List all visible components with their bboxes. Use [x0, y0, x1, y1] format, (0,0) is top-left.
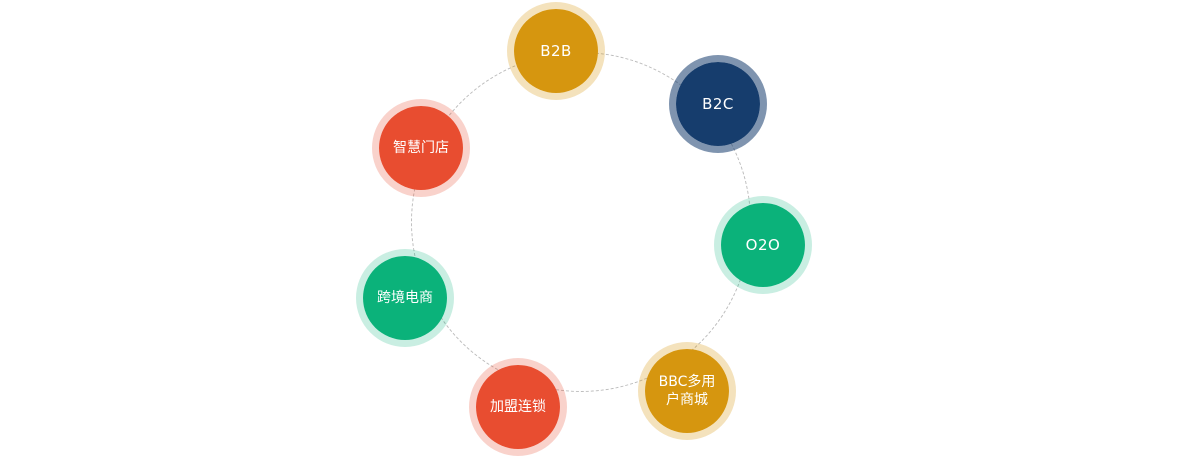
node-bbc-mall: BBC多用户商城 [638, 342, 736, 440]
node-b2b: B2B [507, 2, 605, 100]
node-o2o: O2O [714, 196, 812, 294]
node-smart-store-label: 智慧门店 [393, 140, 449, 156]
node-franchise-chain: 加盟连锁 [469, 358, 567, 456]
node-o2o-label: O2O [745, 236, 781, 254]
node-smart-store: 智慧门店 [372, 99, 470, 197]
node-franchise-chain-label: 加盟连锁 [490, 399, 546, 415]
node-b2c-label: B2C [702, 95, 734, 113]
node-cross-border-ecommerce-label: 跨境电商 [377, 290, 433, 306]
node-b2c: B2C [669, 55, 767, 153]
node-cross-border-ecommerce: 跨境电商 [356, 249, 454, 347]
node-bbc-mall-label: BBC多用户商城 [658, 374, 716, 408]
node-b2b-label: B2B [540, 42, 572, 60]
